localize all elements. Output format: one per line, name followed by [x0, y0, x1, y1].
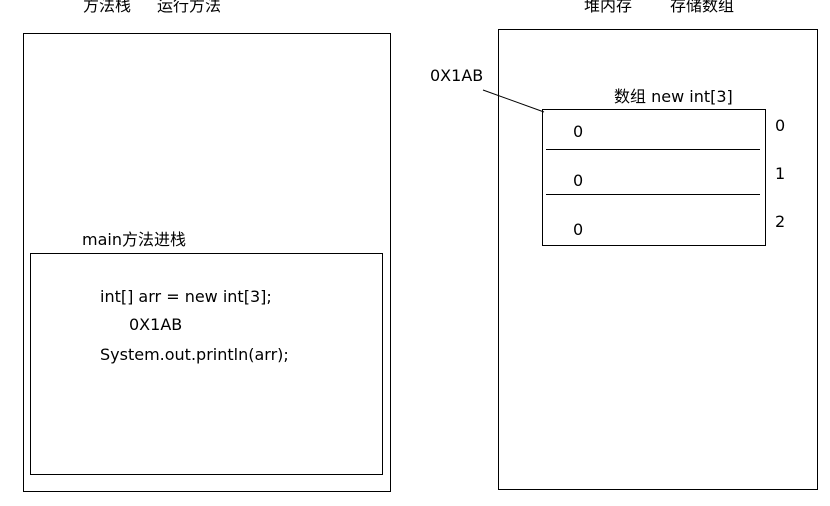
array-cell-value: 0: [573, 122, 584, 141]
array-cell-value: 0: [573, 220, 584, 239]
array-box: [542, 109, 766, 246]
heap-title: 堆内存: [584, 0, 633, 15]
heap-subtitle: 存储数组: [670, 0, 735, 15]
array-cell-divider: [546, 194, 760, 195]
heap-address-label: 0X1AB: [430, 66, 484, 85]
array-index: 2: [775, 212, 786, 231]
array-cell-value: 0: [573, 171, 584, 190]
method-stack-box: [23, 33, 391, 492]
array-cell-divider: [546, 149, 760, 150]
array-label: 数组 new int[3]: [614, 87, 733, 106]
main-frame-label: main方法进栈: [82, 230, 186, 249]
stack-subtitle: 运行方法: [157, 0, 222, 15]
array-index: 0: [775, 116, 786, 135]
code-line-print: System.out.println(arr);: [100, 345, 289, 364]
code-line-declaration: int[] arr = new int[3];: [100, 287, 272, 306]
heap-box: [498, 29, 818, 490]
code-line-address: 0X1AB: [129, 315, 183, 334]
main-stack-frame: [30, 253, 383, 475]
stack-title: 方法栈: [83, 0, 132, 15]
array-index: 1: [775, 164, 786, 183]
